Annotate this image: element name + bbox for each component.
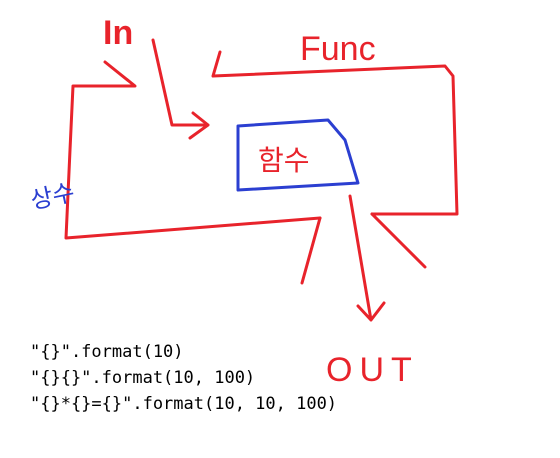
input-label: In xyxy=(103,14,133,52)
input-arrow xyxy=(151,38,210,140)
function-box xyxy=(236,118,360,192)
loop-bottom-line xyxy=(64,60,322,240)
variable-korean-label: 상수 xyxy=(28,178,77,215)
func-label: Func xyxy=(300,30,376,68)
output-label: OUT xyxy=(326,351,419,389)
function-korean-label: 함수 xyxy=(258,144,310,177)
loop-lower-connector xyxy=(300,216,322,285)
code-line-3: "{}*{}={}".format(10, 10, 100) xyxy=(30,394,338,414)
code-line-2: "{}{}".format(10, 100) xyxy=(30,368,256,388)
code-line-1: "{}".format(10) xyxy=(30,342,184,362)
function-loop-outline xyxy=(211,50,459,216)
output-arrow xyxy=(348,194,386,322)
output-feedback-arrow xyxy=(370,212,427,269)
